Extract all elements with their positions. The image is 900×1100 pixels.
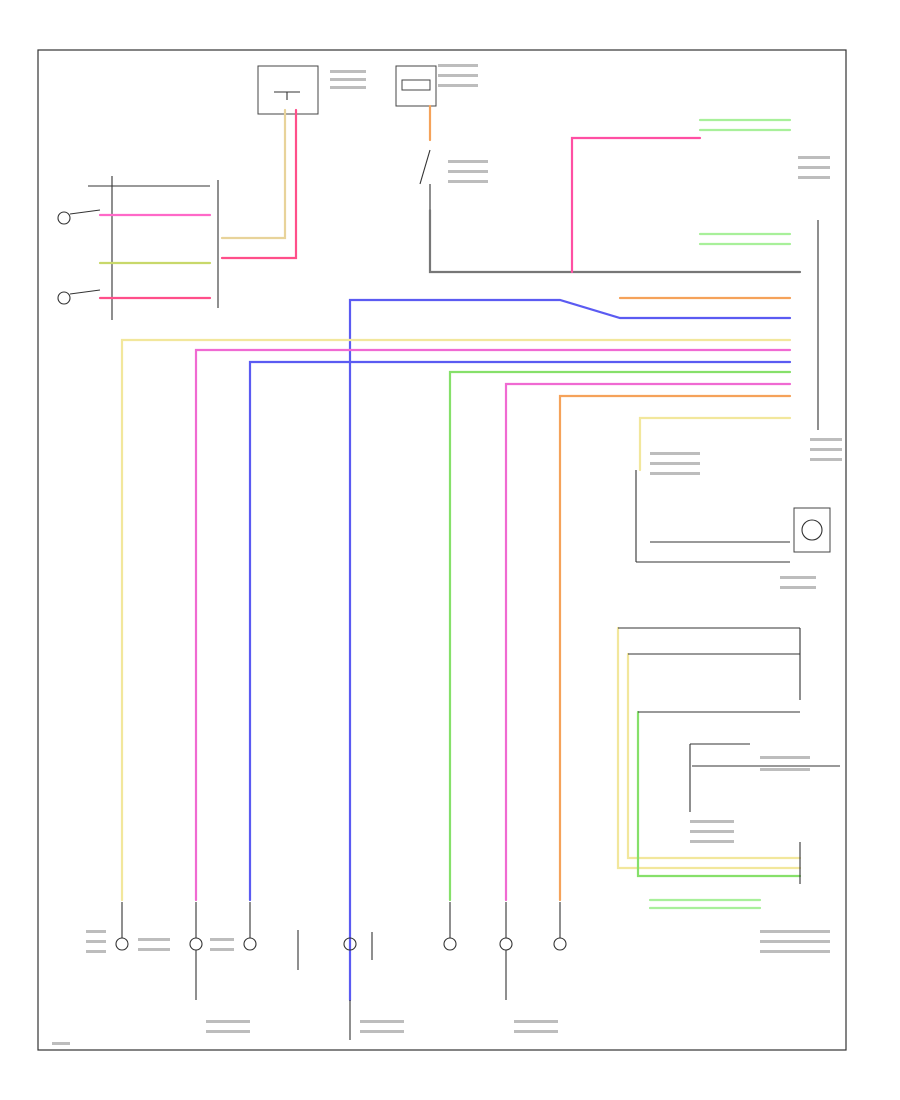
lamp-right-1 xyxy=(443,902,457,951)
lamp-mid xyxy=(343,932,373,1040)
top-left-module xyxy=(257,65,319,115)
label-marks xyxy=(52,64,842,1045)
wire-pink-top xyxy=(570,136,702,274)
light-switch-block xyxy=(616,626,840,884)
wire-orange-right xyxy=(558,394,792,902)
lower-right-greens xyxy=(648,898,762,910)
wire-green-mid xyxy=(448,370,792,902)
junction-fuse-block xyxy=(395,65,437,107)
door-switch-left xyxy=(57,176,113,320)
lamp-left-3 xyxy=(243,902,299,970)
wire-pink-mid xyxy=(194,348,792,902)
wire-yellow-left xyxy=(120,338,792,902)
wire-tan-up xyxy=(220,108,287,240)
wire-pink-right xyxy=(504,382,792,902)
fuse-switch xyxy=(419,149,431,210)
lamp-right-3 xyxy=(553,902,567,951)
lamp-left-1 xyxy=(115,902,129,951)
wire-black-ground xyxy=(428,208,802,274)
wire-yellow-right xyxy=(638,416,792,472)
cluster-module xyxy=(635,470,831,563)
lamp-left-2 xyxy=(189,902,203,1000)
wire-red-up xyxy=(220,108,298,260)
wire-blue-left xyxy=(248,360,792,902)
diagram-frame xyxy=(37,49,847,1051)
door-switch-right xyxy=(57,289,101,305)
lamp-right-2 xyxy=(499,902,513,1000)
wire-blue-main xyxy=(348,298,792,1002)
